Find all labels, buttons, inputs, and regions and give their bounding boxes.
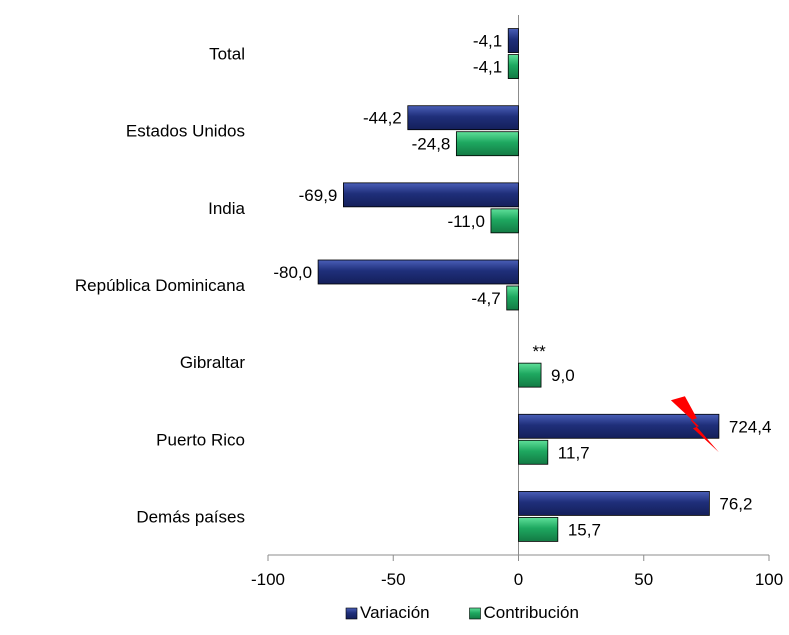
bar [407, 105, 519, 131]
category-label: Gibraltar [180, 353, 246, 372]
bar [518, 362, 542, 388]
x-tick-label: -100 [251, 570, 285, 589]
bar [455, 131, 519, 157]
bar [518, 413, 720, 439]
bar [490, 208, 519, 234]
data-label: 15,7 [568, 520, 601, 539]
bar [343, 182, 519, 208]
data-label: 9,0 [551, 366, 575, 385]
legend-label: Contribución [484, 603, 579, 622]
x-tick-label: -50 [381, 570, 406, 589]
x-tick-label: 0 [514, 570, 523, 589]
category-label: Estados Unidos [126, 122, 245, 141]
data-label: -44,2 [363, 109, 402, 128]
legend-swatch [345, 607, 358, 620]
data-label: 11,7 [558, 443, 590, 462]
data-label: 724,4 [729, 417, 772, 436]
category-label: Demás países [136, 507, 245, 526]
category-label: Puerto Rico [156, 430, 245, 449]
truncation-break-icon [670, 396, 719, 453]
bar [317, 259, 519, 285]
bar [518, 517, 559, 542]
data-label: 76,2 [719, 494, 752, 513]
x-tick-label: 50 [634, 570, 653, 589]
data-label: -4,7 [471, 289, 500, 308]
bar [507, 28, 519, 53]
data-label: -24,8 [412, 135, 451, 154]
legend-swatch [469, 607, 481, 620]
legend: Variación Contribución [345, 603, 579, 622]
data-label: -69,9 [299, 186, 338, 205]
data-label: -11,0 [447, 212, 485, 231]
category-label: Total [209, 45, 245, 64]
bar [506, 285, 519, 311]
bar [518, 439, 549, 465]
data-label: -4,1 [473, 32, 502, 51]
bar [518, 491, 710, 516]
bar [507, 54, 519, 79]
category-label: India [208, 199, 245, 218]
category-label: República Dominicana [75, 276, 246, 295]
data-label: ** [533, 342, 547, 361]
data-label: -80,0 [273, 263, 312, 282]
x-tick-label: 100 [755, 570, 783, 589]
legend-label: Variación [360, 603, 430, 622]
data-label: -4,1 [473, 58, 502, 77]
